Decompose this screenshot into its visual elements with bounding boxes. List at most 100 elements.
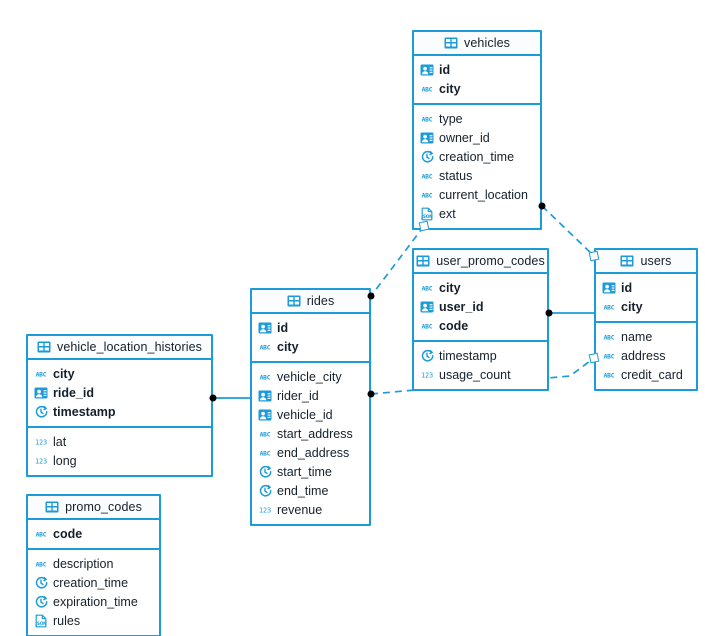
field-row[interactable]: user_id: [414, 297, 547, 316]
field-name: name: [621, 329, 653, 344]
field-name: id: [277, 320, 289, 335]
field-row[interactable]: id: [252, 318, 369, 337]
edge-endpoint-dot: [538, 202, 546, 210]
svg-text:ABC: ABC: [422, 285, 433, 292]
field-name: address: [621, 348, 666, 363]
abc-text-icon: ABC: [34, 367, 48, 381]
table-header[interactable]: vehicle_location_histories: [28, 336, 211, 360]
svg-text:ABC: ABC: [422, 173, 433, 180]
clock-icon: [258, 465, 272, 479]
field-row[interactable]: vehicle_id: [252, 405, 369, 424]
field-row[interactable]: creation_time: [414, 147, 540, 166]
field-row[interactable]: ABC end_address: [252, 443, 369, 462]
table-grid-icon: [45, 500, 59, 514]
field-row[interactable]: rider_id: [252, 386, 369, 405]
field-name: description: [53, 556, 114, 571]
svg-text:ABC: ABC: [260, 374, 271, 381]
field-name: revenue: [277, 502, 323, 517]
abc-text-icon: ABC: [34, 527, 48, 541]
field-row[interactable]: timestamp: [414, 346, 547, 365]
id-card-icon: [34, 386, 48, 400]
field-row[interactable]: start_time: [252, 462, 369, 481]
field-row[interactable]: 123 revenue: [252, 500, 369, 519]
edge-endpoint-dot: [209, 394, 217, 402]
field-row[interactable]: id: [596, 278, 696, 297]
svg-text:ABC: ABC: [422, 192, 433, 199]
abc-text-icon: ABC: [34, 557, 48, 571]
field-row[interactable]: ABC city: [414, 79, 540, 98]
field-row[interactable]: JSON rules: [28, 611, 159, 630]
abc-text-icon: ABC: [602, 368, 616, 382]
field-name: start_time: [277, 464, 332, 479]
abc-text-icon: ABC: [258, 446, 272, 460]
abc-text-icon: ABC: [420, 319, 434, 333]
table-header[interactable]: users: [596, 250, 696, 274]
field-name: code: [53, 526, 83, 541]
field-row[interactable]: ride_id: [28, 383, 211, 402]
edge-endpoint-square: [588, 250, 600, 262]
field-name: end_time: [277, 483, 329, 498]
field-name: end_address: [277, 445, 350, 460]
field-name: id: [439, 62, 451, 77]
field-name: city: [439, 81, 461, 96]
field-row[interactable]: timestamp: [28, 402, 211, 421]
field-row[interactable]: ABC address: [596, 346, 696, 365]
edge-endpoint-dot: [367, 292, 375, 300]
relationship-vehicles-to-users[interactable]: [541, 205, 595, 257]
field-row[interactable]: end_time: [252, 481, 369, 500]
id-card-icon: [258, 389, 272, 403]
svg-text:ABC: ABC: [604, 353, 615, 360]
abc-text-icon: ABC: [420, 82, 434, 96]
table-header[interactable]: vehicles: [414, 32, 540, 56]
field-row[interactable]: ABC code: [28, 524, 159, 543]
table-header[interactable]: rides: [252, 290, 369, 314]
field-name: lat: [53, 434, 67, 449]
svg-text:ABC: ABC: [36, 371, 47, 378]
abc-text-icon: ABC: [258, 427, 272, 441]
table-header[interactable]: user_promo_codes: [414, 250, 547, 274]
table-title: rides: [306, 294, 335, 308]
field-row[interactable]: id: [414, 60, 540, 79]
svg-text:JSON: JSON: [34, 621, 47, 627]
table-header[interactable]: promo_codes: [28, 496, 159, 520]
id-card-icon: [420, 300, 434, 314]
field-row[interactable]: creation_time: [28, 573, 159, 592]
123-number-icon: 123: [258, 503, 272, 517]
field-name: ext: [439, 206, 456, 221]
field-row[interactable]: owner_id: [414, 128, 540, 147]
edge-endpoint-square: [418, 220, 430, 232]
svg-text:123: 123: [421, 371, 433, 379]
field-row[interactable]: ABC description: [28, 554, 159, 573]
field-row[interactable]: expiration_time: [28, 592, 159, 611]
clock-icon: [420, 150, 434, 164]
field-name: rules: [53, 613, 81, 628]
